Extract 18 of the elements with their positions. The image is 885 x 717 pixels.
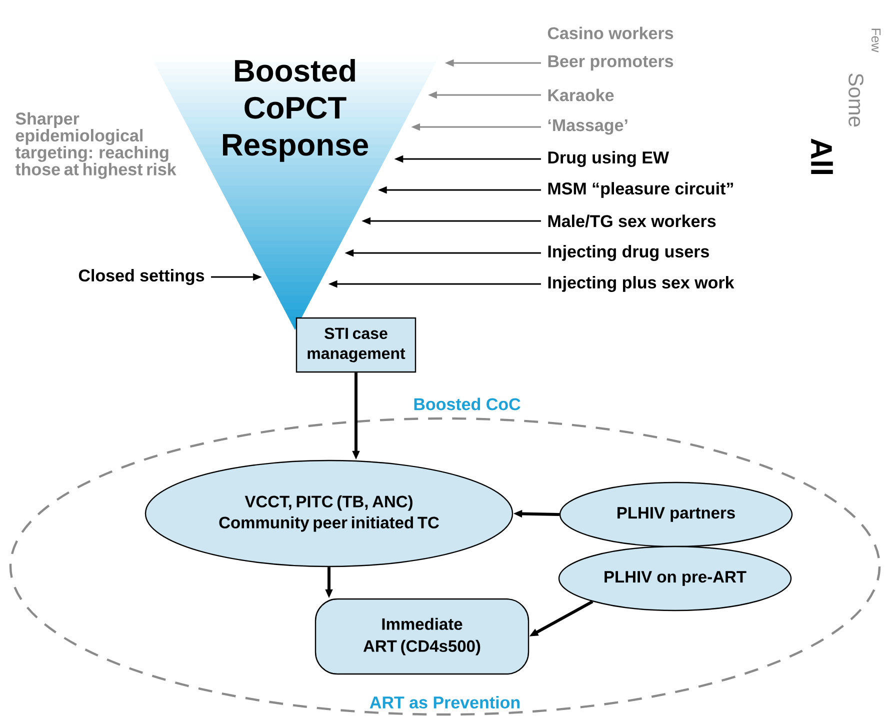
process-box: STI case management	[296, 317, 416, 373]
population-label: ‘Massage’	[548, 119, 628, 135]
population-label: Injecting drug users	[548, 245, 709, 261]
setting-label: Closed settings	[78, 269, 204, 285]
population-label: Casino workers	[548, 26, 674, 40]
node-label: CoPCT Response	[222, 96, 368, 162]
rounded-box: Immediate ART (CD4s500)	[314, 598, 530, 675]
edge-label: Boosted CoC	[411, 396, 523, 412]
side-note: Sharper epidemiological targeting: reaching those at highest risk	[15, 112, 176, 179]
population-label: MSM “pleasure circuit”	[548, 182, 733, 198]
population-label: Male/TG sex workers	[548, 214, 716, 228]
scale-label: Some	[848, 74, 864, 126]
population-label: Karaoke	[548, 88, 614, 102]
population-label: Drug using EW	[548, 151, 669, 167]
population-label: Beer promoters	[548, 55, 674, 71]
scale-label: Few	[871, 28, 881, 52]
scale-label: All	[811, 138, 833, 174]
population-label: Injecting plus sex work	[548, 276, 734, 292]
